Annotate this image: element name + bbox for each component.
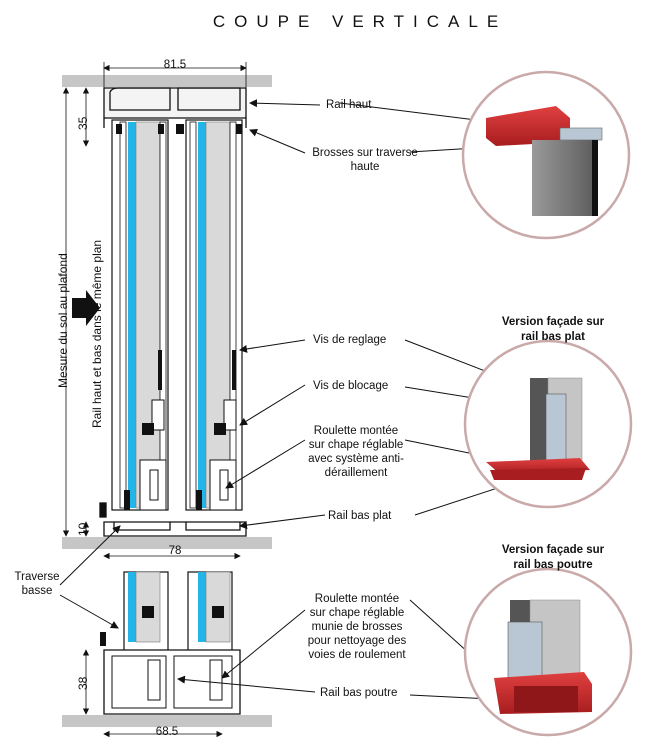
callout-roulette-1-line-2: sur chape réglable: [308, 439, 404, 451]
panel-right: [176, 119, 243, 511]
callout-brosses: Brosses sur traverse haute: [300, 146, 430, 174]
top-rail: [103, 87, 247, 128]
detail-rail-bas-poutre: [463, 567, 633, 737]
callout-traverse-line-1: Traverse: [14, 571, 60, 583]
callout-brosses-line-2: haute: [350, 161, 380, 173]
callout-roulette-2-line-1: Roulette montée: [314, 593, 400, 605]
callout-rail-haut: Rail haut: [326, 99, 372, 111]
ceiling-slab: [62, 75, 272, 87]
callout-vis-reglage: Vis de reglage: [313, 334, 387, 346]
panel-left: [111, 119, 169, 511]
callout-roulette-1-line-4: déraillement: [324, 467, 388, 479]
callout-rail-bas-poutre: Rail bas poutre: [320, 687, 398, 699]
header-poutre-line-2: rail bas poutre: [513, 559, 593, 571]
dim-floor-gap: 10: [76, 522, 90, 536]
callout-traverse-line-2: basse: [21, 585, 53, 597]
callout-roulette-2-line-5: voies de roulement: [308, 649, 406, 661]
callout-rail-bas-plat: Rail bas plat: [328, 510, 392, 522]
header-poutre: Version façade sur rail bas poutre: [478, 543, 628, 573]
callout-roulette-1-line-3: avec système anti-: [308, 453, 404, 465]
callout-roulette-2-line-3: munie de brosses: [311, 621, 403, 633]
dim-rail-haut-height: 35: [76, 116, 90, 130]
header-plat-line-1: Version façade sur: [501, 316, 605, 328]
callout-traverse-basse: Traverse basse: [4, 570, 70, 598]
callout-roulette-2-line-2: sur chape réglable: [309, 607, 405, 619]
dim-poutre-height: 38: [76, 676, 90, 690]
callout-roulette-2-line-4: pour nettoyage des: [307, 635, 407, 647]
label-mesure: Mesure du sol au plafond: [56, 253, 70, 388]
callout-roulette-1: Roulette montée sur chape réglable avec …: [296, 424, 416, 480]
dim-poutre-width: 68.5: [155, 726, 179, 738]
callout-roulette-2: Roulette montée sur chape réglable munie…: [296, 592, 418, 662]
dim-bottom-width: 78: [168, 545, 182, 557]
header-plat: Version façade sur rail bas plat: [478, 315, 628, 345]
header-plat-line-2: rail bas plat: [521, 331, 585, 343]
callout-brosses-line-1: Brosses sur traverse: [312, 147, 418, 159]
direction-arrow: [72, 290, 100, 326]
header-poutre-line-1: Version façade sur: [501, 544, 605, 556]
detail-rail-haut: [461, 70, 631, 240]
detail-rail-bas-plat: [463, 339, 633, 509]
dimensions: [62, 62, 247, 738]
floor-slab-poutre: [62, 715, 272, 727]
floor-slab: [62, 537, 272, 549]
label-rail-plan: Rail haut et bas dans le même plan: [90, 239, 104, 428]
page-title: COUPE VERTICALE: [212, 12, 508, 31]
dim-top-width: 81.5: [163, 59, 187, 71]
poutre-section: [100, 571, 241, 715]
callout-vis-blocage: Vis de blocage: [313, 380, 389, 392]
callout-roulette-1-line-1: Roulette montée: [313, 425, 399, 437]
